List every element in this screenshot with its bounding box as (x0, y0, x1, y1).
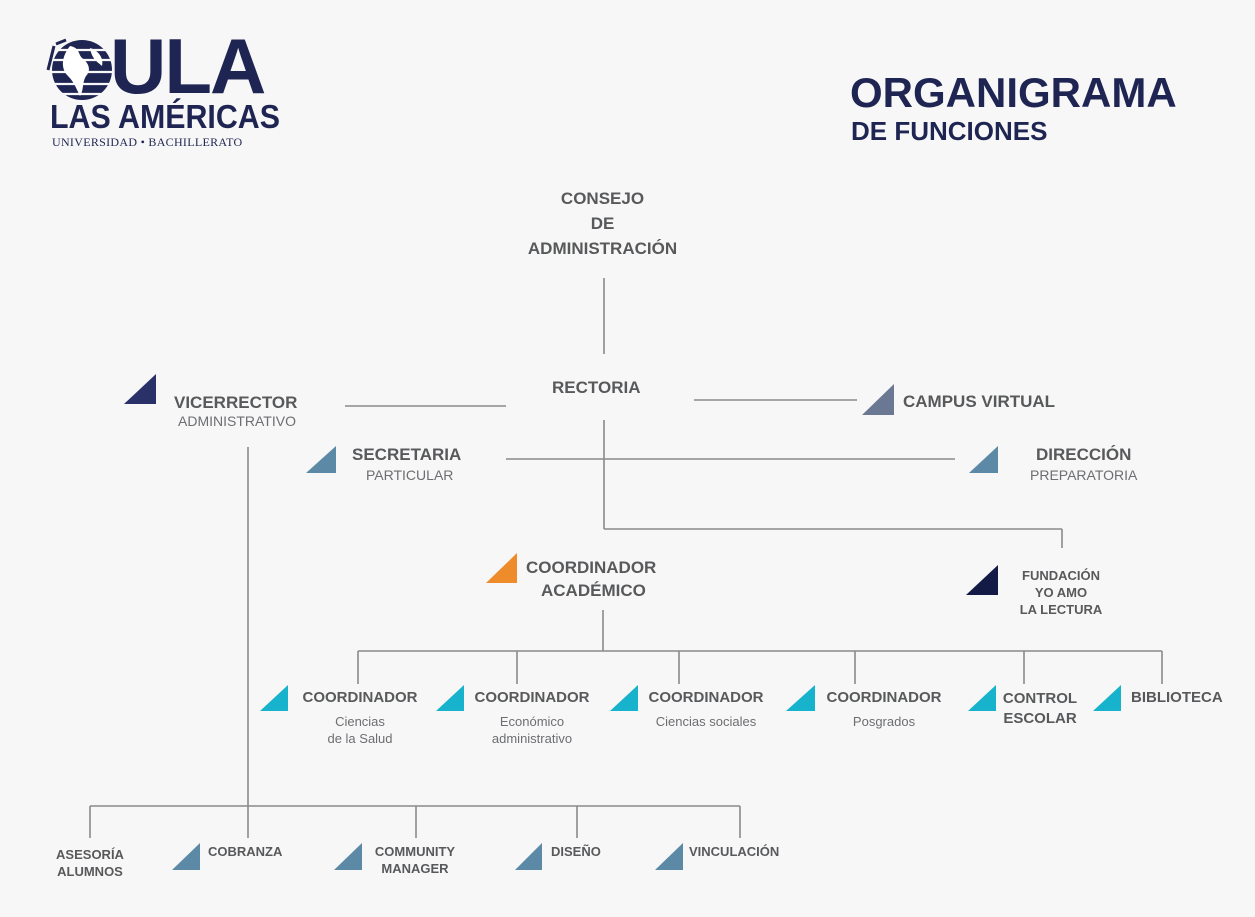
logo-tagline: UNIVERSIDAD • BACHILLERATO (52, 135, 243, 149)
campus-virtual-title: CAMPUS VIRTUAL (903, 392, 1056, 411)
logo-name: LAS AMÉRICAS (50, 98, 280, 135)
vinculacion-triangle-icon (655, 843, 683, 870)
coordinador-academico-line1: COORDINADOR (526, 558, 657, 577)
node-rectoria: RECTORIA (552, 378, 641, 397)
coordinador-posgrados: COORDINADOR Posgrados (814, 689, 954, 730)
secretaria-triangle-icon (306, 446, 336, 473)
consejo-line1: CONSEJO (560, 189, 645, 208)
coord-sociales-triangle-icon (610, 685, 638, 711)
vicerrector-triangle-icon (124, 374, 156, 404)
page-subtitle: DE FUNCIONES (851, 116, 1048, 146)
coordinador-salud: COORDINADOR Ciencias de la Salud (290, 689, 430, 747)
vicerrector-title: VICERRECTOR (174, 393, 298, 412)
secretaria-sub: PARTICULAR (366, 467, 454, 483)
community-triangle-icon (334, 843, 362, 870)
coordinador-salud-title: COORDINADOR (302, 689, 418, 706)
control-escolar: CONTROL ESCOLAR (995, 689, 1085, 729)
control-escolar-line1: CONTROL (1002, 690, 1078, 707)
coordinador-posgrados-title: COORDINADOR (826, 689, 942, 706)
coord-salud-triangle-icon (260, 685, 288, 711)
coordinador-academico-line2: ACADÉMICO (541, 581, 646, 600)
node-fundacion: FUNDACIÓN YO AMO LA LECTURA (1000, 567, 1122, 618)
cobranza-triangle-icon (172, 843, 200, 870)
coordinador-sociales: COORDINADOR Ciencias sociales (636, 689, 776, 730)
secretaria-title: SECRETARIA (352, 445, 462, 464)
globe-icon (46, 38, 112, 100)
direccion-triangle-icon (969, 446, 998, 473)
logo-wordmark: ULA (110, 22, 266, 110)
asesoria-line1: ASESORÍA (56, 847, 124, 862)
coordinador-sociales-sub1: Ciencias sociales (655, 714, 757, 729)
page-title: ORGANIGRAMA (850, 69, 1177, 116)
coordinador-economico-sub1: Económico (499, 714, 565, 729)
coordinador-economico-sub2: administrativo (491, 731, 573, 746)
coordinador-economico-title: COORDINADOR (474, 689, 590, 706)
consejo-line2: DE (590, 214, 615, 233)
admin-cobranza: COBRANZA (208, 844, 283, 859)
campus-triangle-icon (862, 384, 894, 415)
direccion-title: DIRECCIÓN (1036, 445, 1132, 464)
coordinador-posgrados-sub1: Posgrados (852, 714, 916, 729)
control-escolar-line2: ESCOLAR (1003, 710, 1077, 727)
consejo-line3: ADMINISTRACIÓN (527, 239, 678, 258)
fundacion-line1: FUNDACIÓN (1022, 568, 1100, 583)
coordinador-salud-sub1: Ciencias (335, 714, 385, 729)
coordinador-economico: COORDINADOR Económico administrativo (462, 689, 602, 747)
fundacion-triangle-icon (966, 565, 998, 595)
node-consejo: CONSEJO DE ADMINISTRACIÓN (500, 186, 705, 261)
coordinador-sociales-title: COORDINADOR (648, 689, 764, 706)
admin-community: COMMUNITY MANAGER (365, 843, 465, 877)
fundacion-line3: LA LECTURA (1019, 602, 1103, 617)
admin-diseno: DISEÑO (551, 844, 601, 859)
direccion-sub: PREPARATORIA (1030, 467, 1138, 483)
biblioteca-title: BIBLIOTECA (1131, 689, 1223, 706)
community-line1: COMMUNITY (374, 844, 456, 859)
coord-economico-triangle-icon (436, 685, 464, 711)
admin-asesoria: ASESORÍA ALUMNOS (40, 846, 140, 880)
vicerrector-sub: ADMINISTRATIVO (178, 413, 296, 429)
asesoria-line2: ALUMNOS (57, 864, 123, 879)
coord-posgrados-triangle-icon (786, 685, 815, 711)
admin-vinculacion: VINCULACIÓN (689, 844, 780, 859)
control-escolar-triangle-icon (968, 685, 996, 711)
fundacion-line2: YO AMO (1034, 585, 1088, 600)
biblioteca-triangle-icon (1093, 685, 1121, 711)
coordinador-salud-sub2: de la Salud (327, 731, 393, 746)
diseno-triangle-icon (515, 843, 542, 870)
community-line2: MANAGER (381, 861, 449, 876)
academico-triangle-icon (486, 553, 517, 583)
